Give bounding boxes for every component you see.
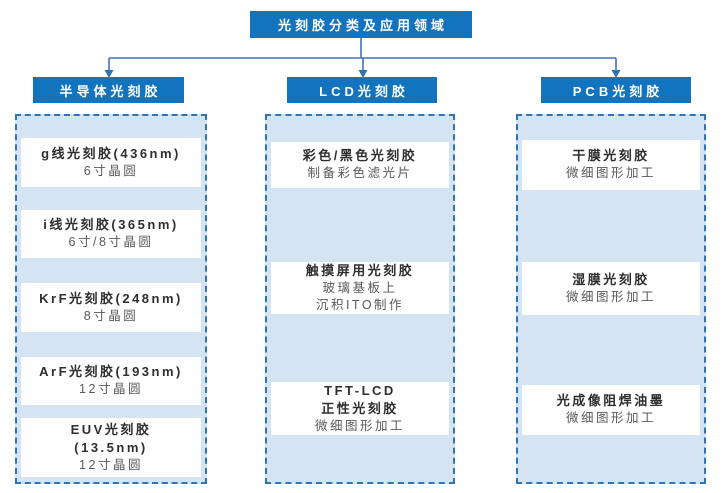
item-subtitle-line2: 沉积ITO制作: [315, 297, 405, 312]
item-subtitle: 8寸晶圆: [83, 308, 139, 323]
item-subtitle: 制备彩色滤光片: [307, 166, 413, 181]
item-subtitle: 6寸/8寸晶圆: [68, 235, 154, 250]
item-title: ArF光刻胶(193nm): [39, 364, 183, 380]
item-subtitle: 微细图形加工: [565, 166, 656, 181]
item-title-line2: (13.5nm): [74, 439, 148, 455]
item-card-i-line: i线光刻胶(365nm) 6寸/8寸晶圆: [21, 210, 201, 258]
semiconductor-group-container: g线光刻胶(436nm) 6寸晶圆 i线光刻胶(365nm) 6寸/8寸晶圆 K…: [15, 114, 207, 484]
item-card-wet-film: 湿膜光刻胶 微细图形加工: [522, 262, 700, 315]
item-title: TFT-LCD: [324, 382, 396, 398]
item-subtitle: 微细图形加工: [314, 418, 405, 433]
item-card-touchscreen: 触摸屏用光刻胶 玻璃基板上 沉积ITO制作: [271, 262, 449, 314]
item-subtitle: 12寸晶圆: [79, 382, 143, 397]
item-subtitle: 微细图形加工: [565, 411, 656, 426]
tree-connector-path: [108, 38, 617, 71]
branch-header-lcd: LCD光刻胶: [287, 77, 437, 103]
item-title: 触摸屏用光刻胶: [305, 262, 415, 278]
item-subtitle: 微细图形加工: [565, 289, 656, 304]
branch-header-semiconductor: 半导体光刻胶: [33, 77, 184, 103]
lcd-group-container: 彩色/黑色光刻胶 制备彩色滤光片 触摸屏用光刻胶 玻璃基板上 沉积ITO制作 T…: [265, 114, 455, 484]
item-card-euv: EUV光刻胶 (13.5nm) 12寸晶圆: [21, 418, 201, 477]
item-card-tft-lcd: TFT-LCD 正性光刻胶 微细图形加工: [271, 382, 449, 435]
item-card-solder-mask-ink: 光成像阻焊油墨 微细图形加工: [522, 385, 700, 435]
item-title: 光成像阻焊油墨: [556, 393, 666, 409]
item-title: i线光刻胶(365nm): [43, 217, 179, 233]
item-title-line2: 正性光刻胶: [321, 400, 399, 416]
item-card-dry-film: 干膜光刻胶 微细图形加工: [522, 140, 700, 190]
branch-header-pcb: PCB光刻胶: [541, 77, 691, 103]
item-card-krf: KrF光刻胶(248nm) 8寸晶圆: [21, 283, 201, 332]
item-card-color-black: 彩色/黑色光刻胶 制备彩色滤光片: [271, 142, 449, 188]
item-title: g线光刻胶(436nm): [41, 145, 181, 161]
item-subtitle: 12寸晶圆: [79, 457, 143, 472]
item-title: 彩色/黑色光刻胶: [302, 148, 418, 164]
item-card-arf: ArF光刻胶(193nm) 12寸晶圆: [21, 357, 201, 405]
item-subtitle: 6寸晶圆: [83, 163, 139, 178]
diagram-title: 光刻胶分类及应用领域: [250, 11, 472, 38]
item-title: 干膜光刻胶: [572, 148, 650, 164]
item-title: KrF光刻胶(248nm): [39, 290, 183, 306]
item-title: 湿膜光刻胶: [572, 271, 650, 287]
item-title: EUV光刻胶: [70, 421, 152, 437]
item-card-g-line: g线光刻胶(436nm) 6寸晶圆: [21, 138, 201, 187]
pcb-group-container: 干膜光刻胶 微细图形加工 湿膜光刻胶 微细图形加工 光成像阻焊油墨 微细图形加工: [516, 114, 706, 484]
item-subtitle: 玻璃基板上: [322, 280, 398, 295]
